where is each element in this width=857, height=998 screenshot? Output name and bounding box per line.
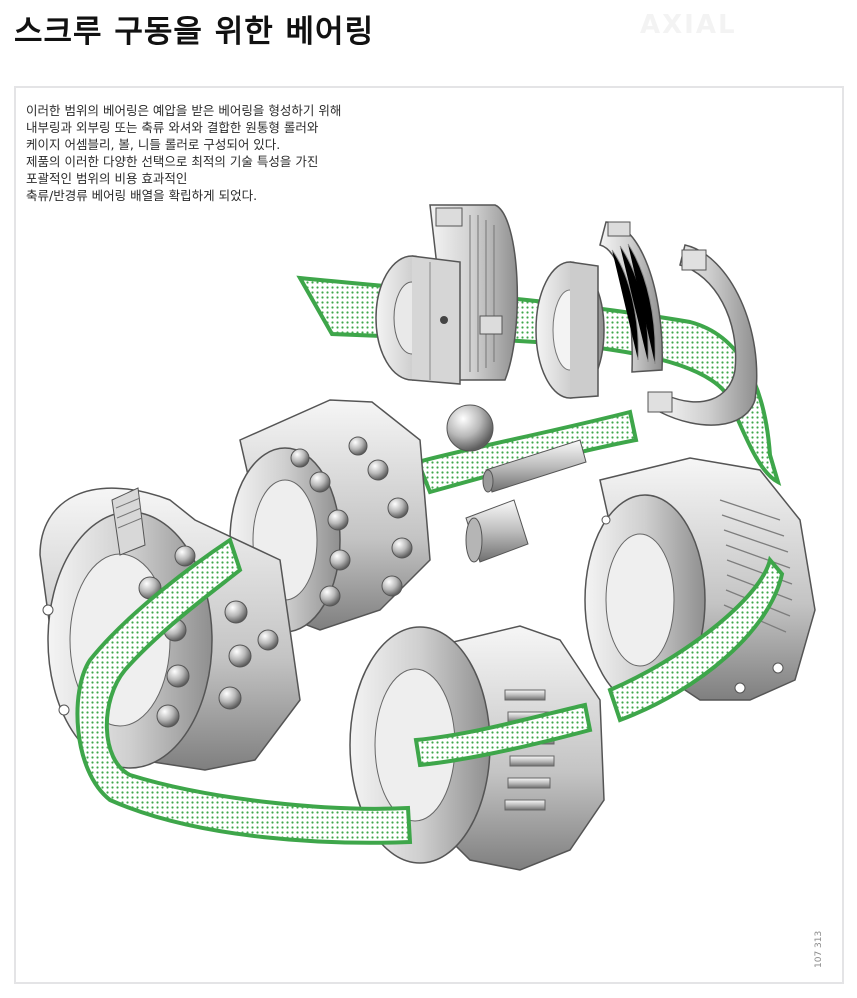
needle-roller-bearing-right — [584, 457, 816, 706]
steel-ball — [446, 404, 494, 452]
intro-line-1: 이러한 범위의 베어링은 예압을 받은 베어링을 형성하기 위해 — [26, 103, 342, 118]
figure-code: 107 313 — [814, 930, 824, 968]
intro-line-2: 내부링과 외부링 또는 축류 와셔와 결합한 원통형 롤러와 — [26, 120, 319, 135]
intro-line-5: 포괄적인 범위의 비용 효과적인 — [26, 171, 188, 186]
cylindrical-roller-long — [482, 439, 587, 493]
grease-nipple — [111, 487, 146, 556]
ghost-header-text: AXIAL — [640, 10, 737, 40]
intro-text: 이러한 범위의 베어링은 예압을 받은 베어링을 형성하기 위해 내부링과 외부… — [26, 102, 446, 204]
cylindrical-roller-short — [465, 499, 529, 563]
page-title: 스크루 구동을 위한 베어링 — [14, 14, 375, 50]
flange-housing-top — [647, 244, 758, 426]
threaded-nut — [599, 221, 663, 373]
angular-bearing-top — [375, 255, 461, 385]
intro-line-3: 케이지 어셈블리, 볼, 니들 롤러로 구성되어 있다. — [26, 137, 281, 152]
ribbon-front — [75, 536, 785, 845]
plain-ring-top — [535, 261, 605, 399]
intro-line-6: 축류/반경류 베어링 배열을 확립하게 되었다. — [26, 188, 258, 203]
intro-line-4: 제품의 이러한 다양한 선택으로 최적의 기술 특성을 가진 — [26, 154, 319, 169]
